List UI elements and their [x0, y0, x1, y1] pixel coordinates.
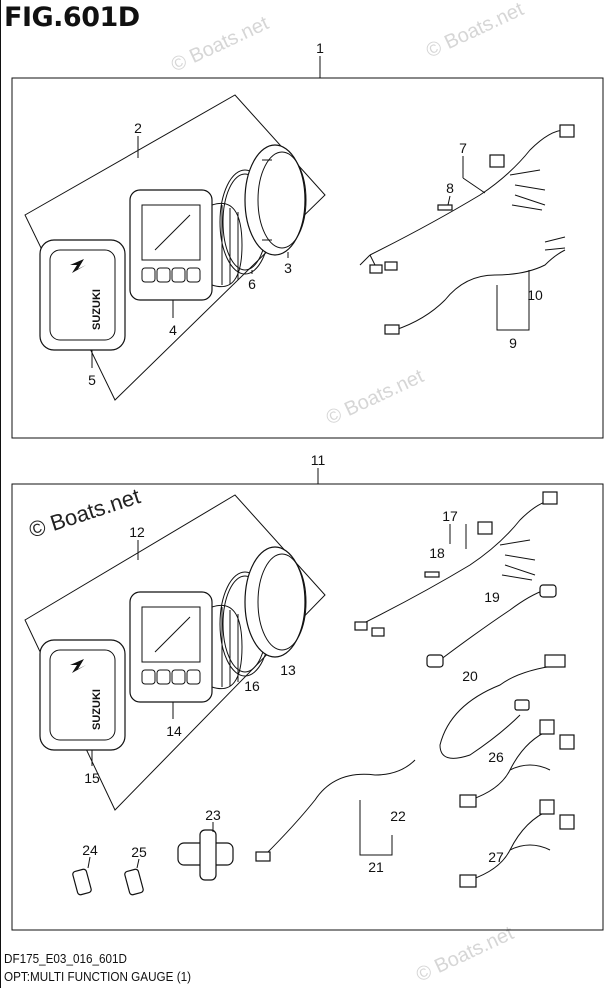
- label-20: 20: [462, 668, 478, 684]
- label-21: 21: [368, 859, 384, 875]
- suzuki-logo: SUZUKI: [91, 289, 103, 330]
- label-19: 19: [484, 589, 500, 605]
- label-23: 23: [205, 807, 221, 823]
- gauge-unit-14: [129, 591, 243, 703]
- label-9: 9: [509, 335, 517, 351]
- t-connector-23: [177, 829, 234, 881]
- label-25: 25: [131, 844, 147, 860]
- nut-ring-3: [244, 144, 307, 256]
- label-17: 17: [442, 508, 458, 524]
- harness-7: [359, 124, 575, 274]
- label-4: 4: [169, 322, 177, 338]
- label-2: 2: [134, 120, 142, 136]
- watermark-text: © Boats.net: [168, 12, 273, 76]
- group-box-1: [11, 77, 604, 439]
- label-15: 15: [84, 770, 100, 786]
- figure-code: DF175_E03_016_601D: [4, 951, 127, 966]
- adapter-cable-26: [459, 719, 575, 808]
- label-10: 10: [527, 287, 543, 303]
- screw-18: [424, 571, 440, 578]
- terminator-25: [124, 868, 144, 896]
- label-1: 1: [316, 40, 324, 56]
- label-27: 27: [488, 849, 504, 865]
- suzuki-logo: SUZUKI: [91, 689, 103, 730]
- label-22: 22: [390, 808, 406, 824]
- nut-ring-13: [244, 546, 307, 658]
- group-box-11: [11, 483, 604, 931]
- harness-21: [255, 759, 416, 862]
- watermark-text: © Boats.net: [323, 365, 428, 429]
- assembly-1: SUZUKI: [11, 56, 604, 439]
- cable-20: [439, 654, 566, 759]
- label-8: 8: [446, 180, 454, 196]
- label-16: 16: [244, 678, 260, 694]
- watermark-text: © Boats.net: [26, 483, 143, 542]
- adapter-cable-27: [459, 799, 575, 888]
- label-6: 6: [248, 276, 256, 292]
- label-24: 24: [82, 842, 98, 858]
- part-labels: 1 2 3 4 5 6 7 8 9 10 11 12 13 14 15 16 1…: [82, 40, 543, 875]
- gauge-cover-15: SUZUKI: [39, 639, 126, 751]
- label-14: 14: [166, 723, 182, 739]
- label-11: 11: [311, 452, 326, 468]
- gauge-cover-5: SUZUKI: [39, 239, 126, 351]
- figure-caption: OPT:MULTI FUNCTION GAUGE (1): [4, 969, 191, 984]
- figure-title: FIG.601D: [4, 2, 140, 33]
- label-18: 18: [429, 545, 445, 561]
- label-5: 5: [88, 372, 96, 388]
- label-26: 26: [488, 749, 504, 765]
- harness-17: [354, 491, 558, 637]
- screw-8: [437, 204, 453, 211]
- label-7: 7: [459, 140, 467, 156]
- harness-9: [384, 236, 566, 335]
- assembly-11: SUZUKI: [11, 468, 604, 931]
- watermark-text: © Boats.net: [413, 922, 518, 986]
- cable-19: [426, 584, 557, 668]
- label-13: 13: [280, 662, 296, 678]
- label-12: 12: [129, 524, 145, 540]
- watermark-text: © Boats.net: [423, 0, 528, 63]
- terminator-24: [72, 868, 92, 896]
- label-3: 3: [284, 260, 292, 276]
